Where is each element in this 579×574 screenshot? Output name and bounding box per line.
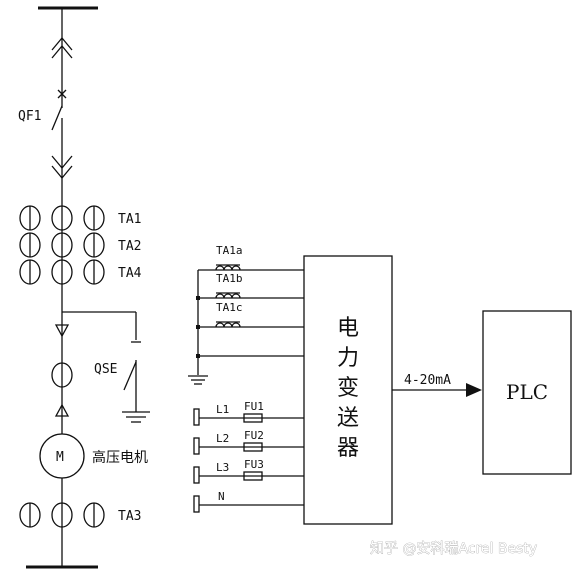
phase-label-l1: L1 [216, 403, 229, 416]
motor-letter: M [56, 450, 64, 465]
disconnect-plug-bottom [51, 155, 73, 180]
transducer-char-3: 变 [337, 376, 359, 401]
watermark-text: 知乎 @安科瑞Acrel Besty [370, 540, 537, 557]
ct-label-ta2: TA2 [118, 239, 141, 254]
transducer-char-2: 力 [337, 346, 359, 371]
plc-box [482, 310, 572, 475]
fuse-label-fu3: FU3 [244, 458, 264, 471]
transducer-char-4: 送 [337, 406, 359, 431]
ct-label-ta4: TA4 [118, 266, 142, 281]
signal-arrow [392, 383, 482, 397]
ct-label-ta1c: TA1c [216, 301, 243, 314]
disconnect-plug-top [51, 36, 73, 59]
ct-input-wiring [188, 269, 304, 385]
motor-name: 高压电机 [92, 449, 148, 466]
plc-label: PLC [506, 380, 548, 404]
ct-coils [215, 264, 241, 328]
breaker-label: QF1 [18, 109, 41, 124]
earth-switch-label: QSE [94, 362, 117, 377]
current-transformer-group [19, 205, 105, 285]
fuse-label-fu1: FU1 [244, 400, 264, 413]
ct-label-ta3: TA3 [118, 509, 141, 524]
phase-label-l3: L3 [216, 461, 229, 474]
motor-symbol [39, 433, 85, 479]
breaker-qf1 [51, 89, 67, 131]
ct-label-ta1: TA1 [118, 212, 141, 227]
ct-label-ta1b: TA1b [216, 272, 243, 285]
signal-label: 4-20mA [404, 373, 451, 388]
current-transformer-ta3 [19, 502, 105, 528]
transducer-char-5: 器 [337, 436, 359, 461]
voltage-input-wiring [193, 408, 304, 513]
arrester-symbols [51, 324, 73, 417]
earth-switch-qse [62, 311, 150, 423]
transducer-char-1: 电 [337, 316, 359, 341]
phase-label-l2: L2 [216, 432, 229, 445]
ct-label-ta1a: TA1a [216, 244, 243, 257]
neutral-label: N [218, 490, 225, 503]
fuse-label-fu2: FU2 [244, 429, 264, 442]
